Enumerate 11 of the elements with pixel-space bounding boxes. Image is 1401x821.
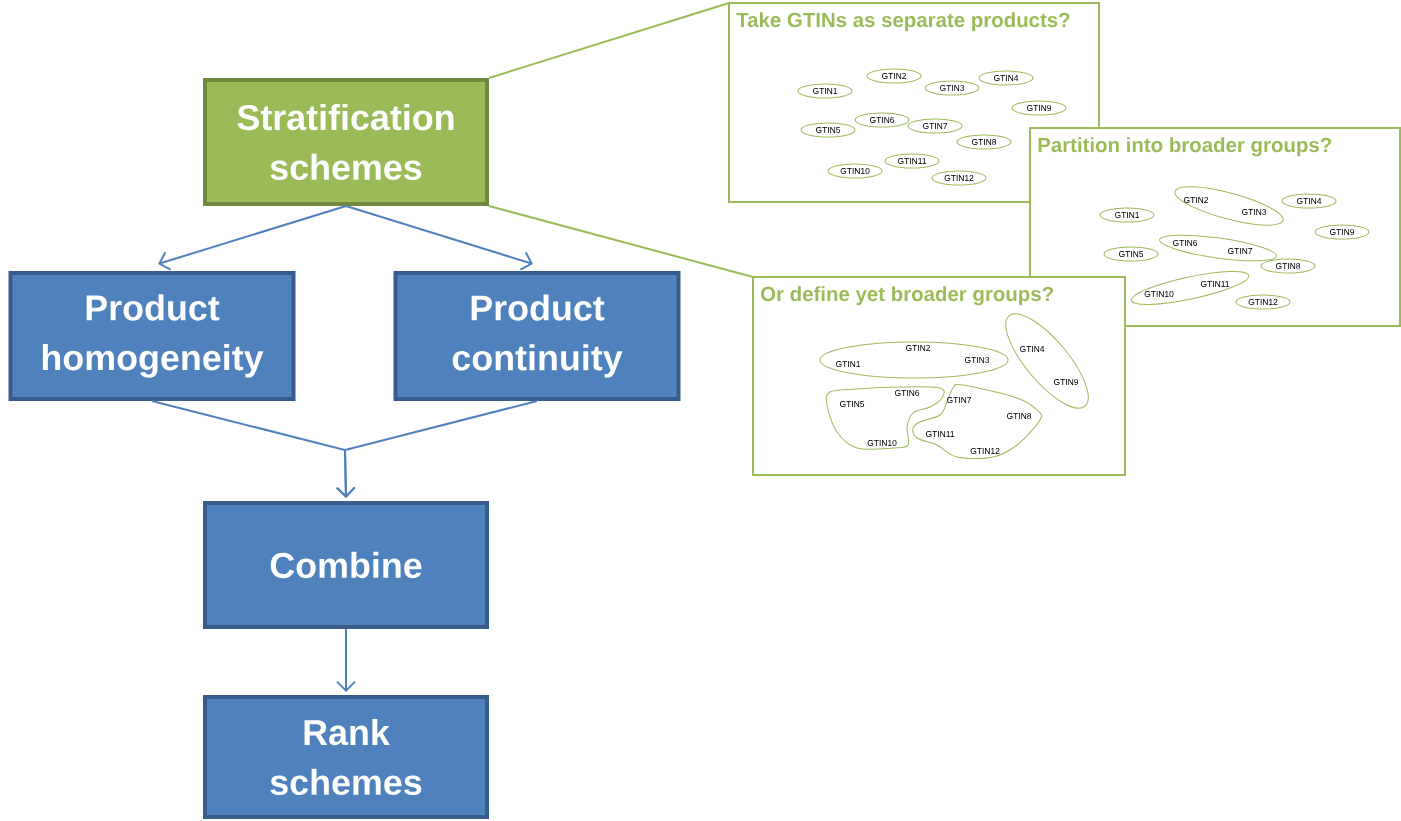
process-box: Product continuity [393,271,681,401]
arrow [336,628,356,692]
process-box: Rank schemes [203,695,489,819]
arrow [345,205,533,271]
arrow [335,400,538,498]
arrow [158,205,347,271]
connector-line [488,2,730,79]
connector-line [488,205,754,278]
process-box: Product homogeneity [8,271,296,401]
process-box: Stratification schemes [203,78,489,206]
process-box: Combine [203,501,489,629]
